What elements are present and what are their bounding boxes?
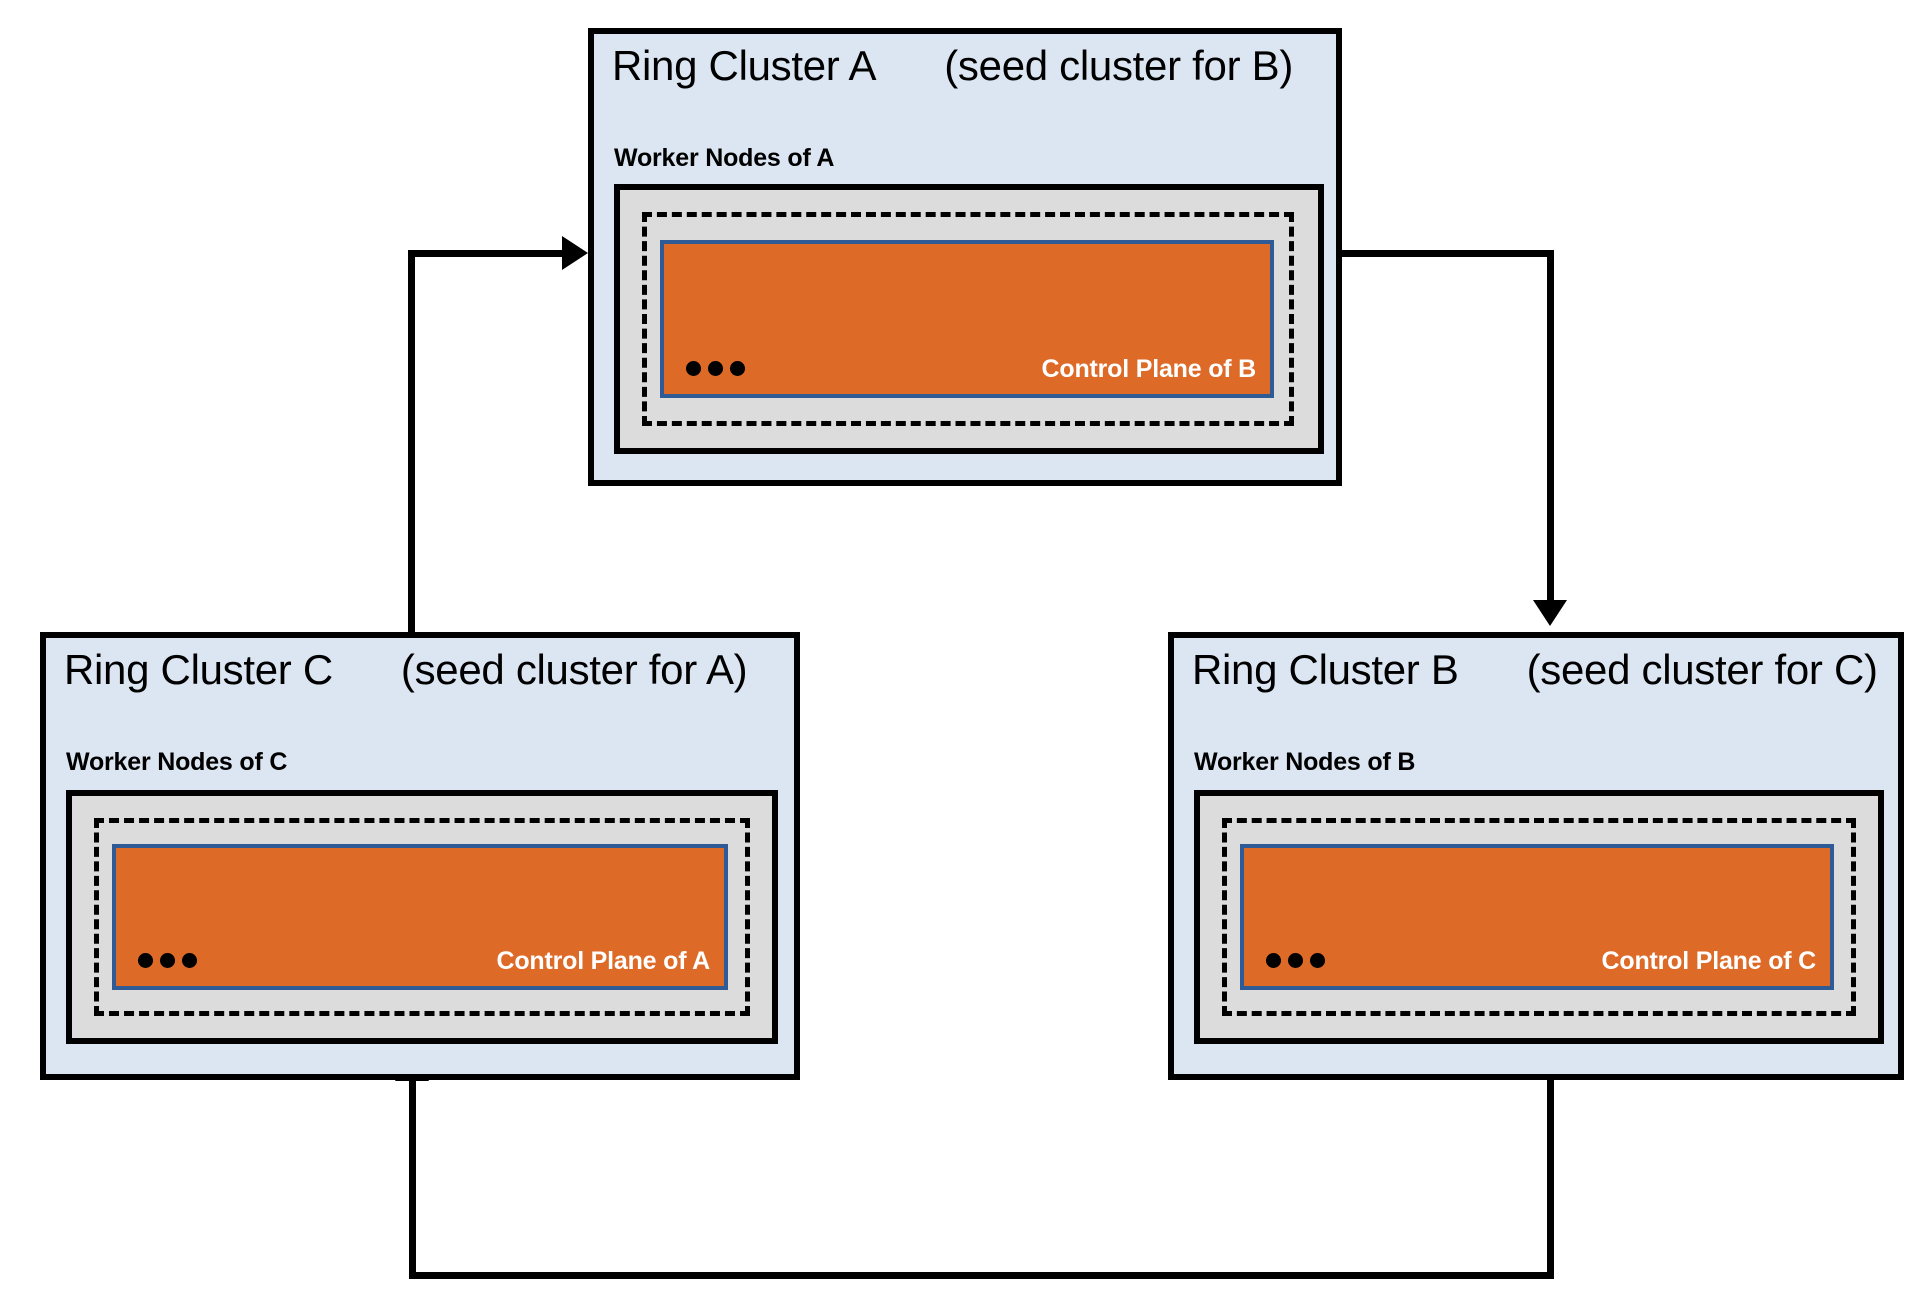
cluster-a-control-plane[interactable]: Control Plane of B xyxy=(660,240,1274,398)
cluster-a-seed-note: (seed cluster for B) xyxy=(944,42,1294,89)
arrowhead-a-to-b xyxy=(1533,600,1567,626)
cluster-c-control-plane-label: Control Plane of A xyxy=(496,947,710,975)
cluster-b-dashed-boundary xyxy=(1222,818,1856,1016)
cluster-c-worker-box[interactable]: Control Plane of A xyxy=(66,790,778,1044)
cluster-c-worker-label: Worker Nodes of C xyxy=(66,748,288,776)
cluster-a-ellipsis-dots xyxy=(686,361,745,376)
connector-c-to-a-vertical xyxy=(408,250,415,642)
cluster-b-worker-label: Worker Nodes of B xyxy=(1194,748,1416,776)
cluster-a-worker-label: Worker Nodes of A xyxy=(614,144,835,172)
connector-b-to-c-vertical-right xyxy=(1547,1068,1554,1279)
cluster-c-seed-note: (seed cluster for A) xyxy=(400,646,748,693)
cluster-a-dashed-boundary xyxy=(642,212,1294,426)
cluster-a-title-row: Ring Cluster A (seed cluster for B) xyxy=(612,42,1293,90)
connector-a-to-b-vertical xyxy=(1547,250,1554,606)
connector-b-to-c-horizontal xyxy=(409,1272,1554,1279)
cluster-c-control-plane[interactable]: Control Plane of A xyxy=(112,844,728,990)
connector-b-to-c-vertical-left xyxy=(409,1080,416,1279)
cluster-b-title-row: Ring Cluster B (seed cluster for C) xyxy=(1192,646,1878,694)
cluster-b-ellipsis-dots xyxy=(1266,953,1325,968)
cluster-b[interactable]: Ring Cluster B (seed cluster for C) Work… xyxy=(1168,632,1904,1080)
cluster-c-name: Ring Cluster C xyxy=(64,646,333,693)
cluster-b-name: Ring Cluster B xyxy=(1192,646,1459,693)
cluster-c-dashed-boundary xyxy=(94,818,750,1016)
cluster-a[interactable]: Ring Cluster A (seed cluster for B) Work… xyxy=(588,28,1342,486)
cluster-b-worker-box[interactable]: Control Plane of C xyxy=(1194,790,1884,1044)
cluster-c[interactable]: Ring Cluster C (seed cluster for A) Work… xyxy=(40,632,800,1080)
cluster-a-control-plane-label: Control Plane of B xyxy=(1041,355,1257,383)
cluster-b-seed-note: (seed cluster for C) xyxy=(1526,646,1878,693)
cluster-b-control-plane[interactable]: Control Plane of C xyxy=(1240,844,1834,990)
cluster-a-worker-box[interactable]: Control Plane of B xyxy=(614,184,1324,454)
connector-c-to-a-horizontal xyxy=(408,250,573,257)
connector-a-to-b-horizontal xyxy=(1341,250,1554,257)
arrowhead-c-to-a xyxy=(562,236,588,270)
cluster-c-title-row: Ring Cluster C (seed cluster for A) xyxy=(64,646,748,694)
cluster-c-ellipsis-dots xyxy=(138,953,197,968)
cluster-a-name: Ring Cluster A xyxy=(612,42,877,89)
cluster-b-control-plane-label: Control Plane of C xyxy=(1601,947,1817,975)
